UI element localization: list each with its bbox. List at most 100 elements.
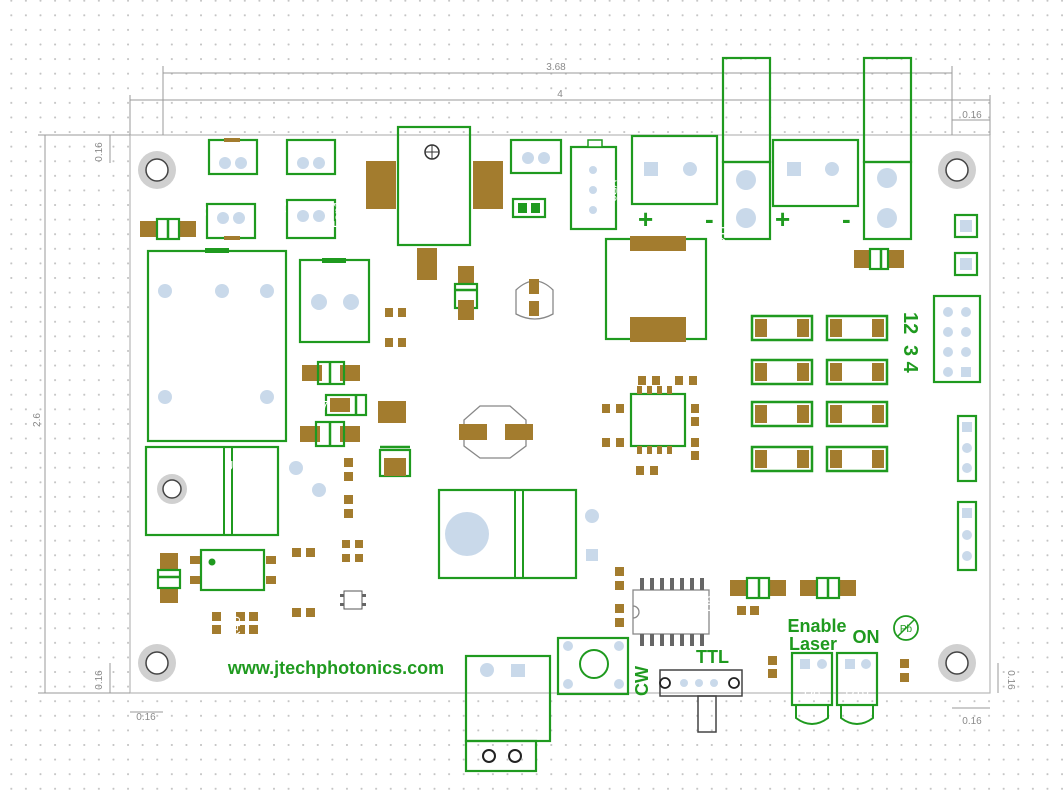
label-control: Control bbox=[651, 223, 699, 240]
jumper-j9 bbox=[511, 197, 547, 219]
ref-r8: R8 bbox=[850, 432, 867, 447]
ref-u4: U4 bbox=[340, 614, 357, 629]
ref-d7: D7 bbox=[312, 398, 329, 413]
testpoint-3 bbox=[585, 509, 599, 523]
ref-c13: C13 bbox=[360, 446, 375, 470]
connector-j5 bbox=[285, 138, 337, 176]
label-gnd: GND1 +5 bbox=[929, 225, 943, 276]
ref-l1: L1 bbox=[706, 278, 721, 292]
label-company: J Tech Photonics, Inc. bbox=[317, 647, 424, 659]
header-j3 bbox=[956, 500, 978, 572]
ref-c10: C10 bbox=[384, 291, 408, 306]
dim-margin-bottom-right-x: 0.16 bbox=[962, 716, 982, 727]
dim-width-full: 4 bbox=[557, 89, 563, 100]
ref-j4: J4 bbox=[274, 200, 289, 214]
ref-d6: D6 bbox=[319, 448, 336, 463]
ref-r3: R3 bbox=[775, 345, 792, 360]
label-h1-plus: + bbox=[775, 204, 790, 234]
ref-j12: J12 bbox=[950, 487, 971, 502]
resistor-r39 bbox=[212, 612, 221, 634]
ref-r34: R34 bbox=[912, 663, 927, 687]
inductor-l1 bbox=[604, 236, 708, 342]
ref-c4: C4 bbox=[322, 495, 337, 512]
resistor-r13 bbox=[768, 656, 777, 678]
ref-c16: C16 bbox=[358, 522, 382, 537]
ref-d5: D5 bbox=[324, 345, 341, 360]
resistor-r17 bbox=[602, 404, 624, 413]
ref-j5: J5 bbox=[342, 158, 357, 172]
ref-c6: C6 bbox=[490, 382, 507, 397]
label-h1-minus: - bbox=[842, 204, 851, 234]
cap-c6 bbox=[459, 405, 533, 459]
label-int: INT. bbox=[943, 432, 955, 452]
ref-r17: R17 bbox=[599, 388, 623, 403]
resistor-pair bbox=[249, 612, 258, 634]
ref-d2: D2 bbox=[755, 562, 772, 577]
ref-d4: D4 bbox=[160, 202, 177, 217]
dimension-lines bbox=[38, 66, 999, 713]
label-copyright: Copyright 2022 bbox=[343, 632, 425, 646]
dim-margin-bottom-right: 0.16 bbox=[1005, 670, 1016, 690]
label-url-main: www.jtechphotonics.com bbox=[227, 658, 444, 678]
connector-h3 bbox=[862, 56, 913, 241]
ref-c11: C11 bbox=[385, 320, 408, 335]
pb-free-icon bbox=[893, 615, 919, 641]
cap-c11 bbox=[385, 338, 406, 347]
label-laser: Laser bbox=[789, 634, 837, 654]
label-pins-12: 12 bbox=[899, 312, 921, 334]
cap-c2 bbox=[737, 606, 759, 615]
label-non-inv: Non-Inv bbox=[937, 509, 949, 548]
label-on: ON bbox=[853, 627, 880, 647]
label-product: Dual Laser Driver Rev C2 bbox=[302, 679, 439, 693]
resistor-r2 bbox=[825, 314, 889, 342]
label-pb: Pb bbox=[900, 624, 913, 635]
ic-u4 bbox=[340, 590, 366, 610]
diode-d4 bbox=[140, 217, 196, 241]
ref-j10: J10 bbox=[328, 242, 349, 257]
label-h2-minus: - bbox=[705, 204, 714, 234]
ref-r13: R13 bbox=[750, 662, 765, 686]
testpoint-4 bbox=[586, 549, 598, 561]
testpoint-2 bbox=[312, 483, 326, 497]
dim-margin-bottom-left: 0.16 bbox=[94, 670, 105, 690]
resistor-r8 bbox=[825, 445, 889, 473]
cap-c5 bbox=[615, 604, 624, 627]
resistor-r14 bbox=[691, 438, 699, 460]
connector-h5 bbox=[464, 654, 552, 773]
diode-d3 bbox=[854, 247, 904, 271]
label-fan1: Fan1 bbox=[331, 200, 345, 228]
ref-d3: D3 bbox=[829, 253, 846, 268]
ref-j6: J6 bbox=[529, 182, 543, 197]
cap-c8 bbox=[515, 279, 554, 320]
ref-u6: U6 bbox=[422, 523, 437, 540]
ref-r18: R18 bbox=[599, 421, 623, 436]
connector-h1 bbox=[771, 138, 860, 208]
label-fan2-minus: - bbox=[276, 176, 280, 191]
ic-u3 bbox=[632, 578, 710, 646]
label-ttl: TTL bbox=[696, 647, 729, 667]
connector-h2 bbox=[630, 134, 719, 206]
label-inv: Inv bbox=[937, 557, 949, 572]
ref-c8: C8 bbox=[528, 325, 545, 340]
resistors-power bbox=[750, 314, 889, 473]
ref-r2: R2 bbox=[850, 301, 867, 316]
ic-u1 bbox=[629, 386, 687, 454]
ref-h5: H5 bbox=[496, 640, 513, 655]
cap-c16 bbox=[342, 540, 363, 562]
dim-width-short: 3.68 bbox=[546, 62, 566, 73]
dim-margin-top-right: 0.16 bbox=[962, 110, 982, 121]
dim-margin-bottom-left-x: 0.16 bbox=[136, 712, 156, 723]
label-h2-plus: + bbox=[638, 204, 653, 234]
ref-j9: J9 bbox=[529, 221, 543, 236]
ref-h2: H2 bbox=[668, 208, 685, 223]
label-ext: EXT. bbox=[943, 460, 955, 483]
resistor-r7 bbox=[750, 445, 814, 473]
diode-d9 bbox=[378, 445, 412, 478]
ref-k1: K1 bbox=[130, 254, 145, 270]
ref-j2: J2 bbox=[380, 220, 394, 235]
header-j12 bbox=[956, 414, 978, 483]
ref-d9: D9 bbox=[384, 480, 401, 495]
resistor-r5 bbox=[750, 400, 814, 428]
label-key: Key bbox=[262, 221, 283, 235]
